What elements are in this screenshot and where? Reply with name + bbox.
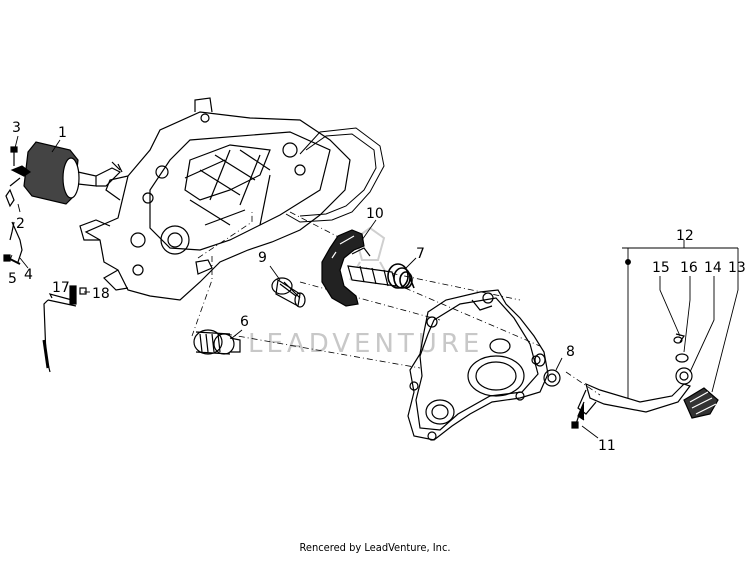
callout-17: 17 [52,280,70,296]
callout-2: 2 [16,216,25,232]
choke-cable [42,285,87,373]
crankcase [79,97,351,301]
callout-6: 6 [240,314,249,330]
leader-lines [9,135,739,439]
footer-credit: Rencered by LeadVenture, Inc. [299,541,451,554]
callout-5: 5 [8,271,17,287]
callout-1: 1 [58,125,67,141]
callout-9: 9 [258,250,267,266]
callout-10: 10 [366,206,384,222]
spring [387,263,415,289]
bolt-11 [571,411,581,429]
callout-15: 15 [652,260,670,276]
sector-gear [321,229,397,307]
callout-4: 4 [24,267,33,283]
kick-lever [577,333,693,421]
reference-lines [191,211,601,396]
drive-gear [193,329,241,355]
callout-11: 11 [598,438,616,454]
starter-motor [23,141,123,205]
callout-14: 14 [704,260,722,276]
callout-8: 8 [566,344,575,360]
callout-3: 3 [12,120,21,136]
callout-13: 13 [728,260,746,276]
callout-7: 7 [416,246,425,262]
kick-rubber [683,387,719,419]
oil-seal [534,353,561,387]
watermark: LEADVENTURE [248,226,483,359]
callout-16: 16 [680,260,698,276]
transmission-cover [407,289,549,441]
watermark-text: LEADVENTURE [248,329,483,359]
callout-labels: 1 2 3 4 5 6 7 8 9 10 11 12 13 14 15 16 1… [8,120,746,454]
gasket [285,127,385,223]
callout-18: 18 [92,286,110,302]
pinion [271,277,306,308]
callout-12: 12 [676,228,694,244]
